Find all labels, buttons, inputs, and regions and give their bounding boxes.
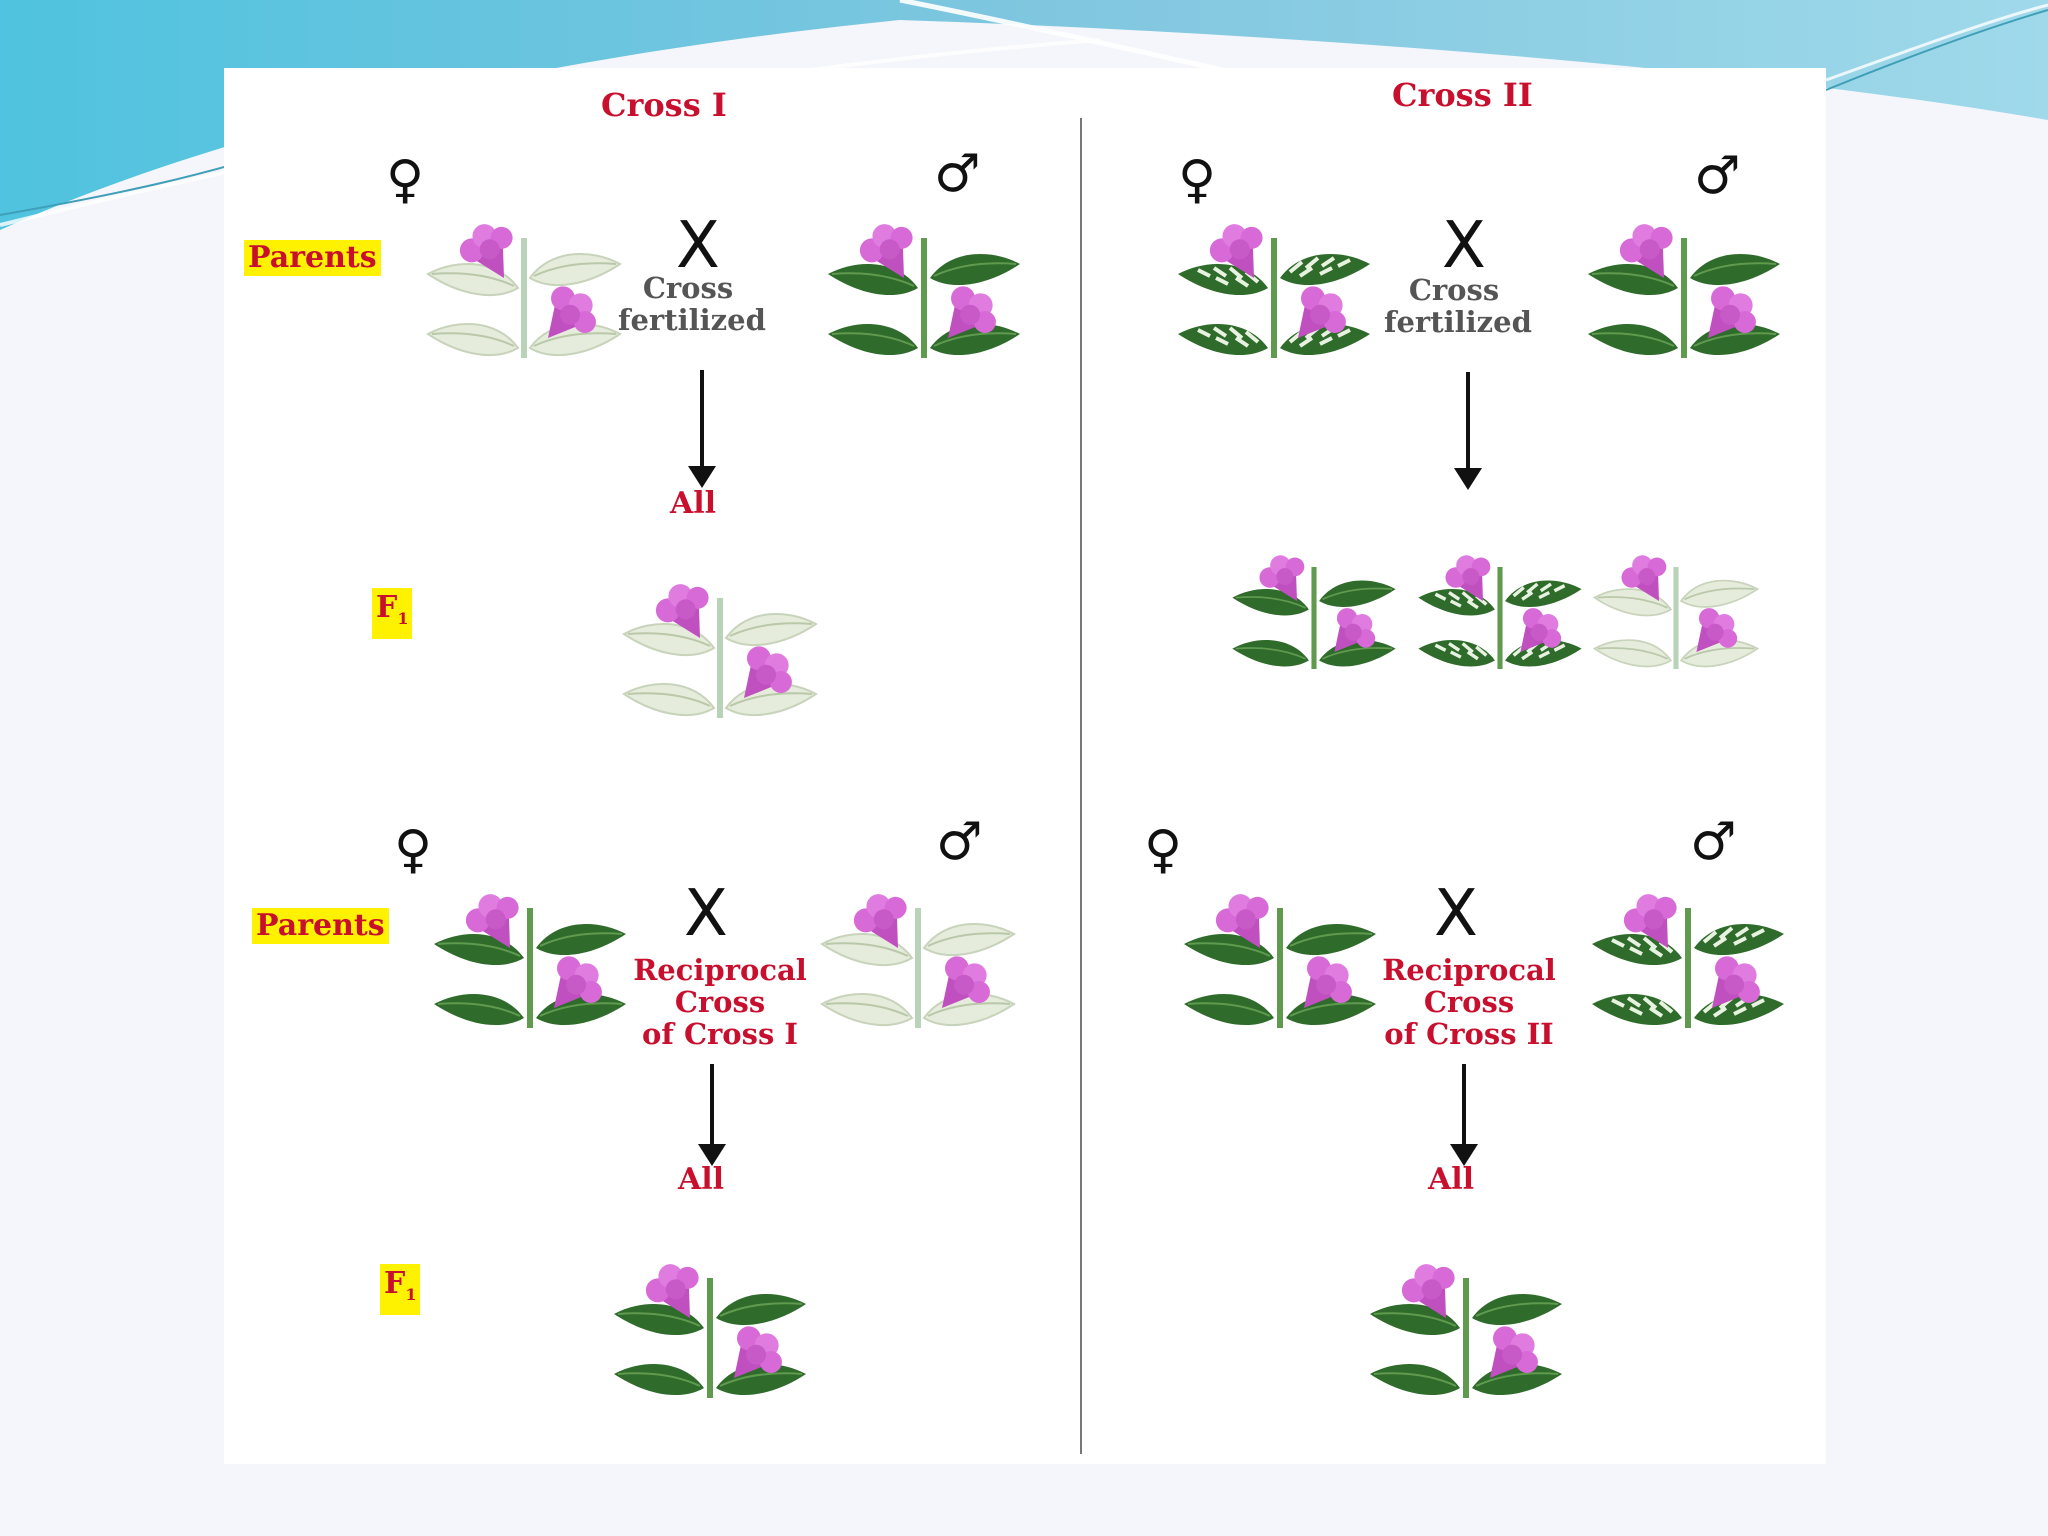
cross-x-symbol: X xyxy=(1442,209,1486,283)
plant-white-f1 xyxy=(1594,546,1757,669)
cross-text-line2: fertilized xyxy=(618,303,766,337)
plant-green-f1 xyxy=(1232,546,1395,669)
diagram-panel: Cross I ♀ ♂ Parents X Cross fertilized A… xyxy=(224,68,1826,1464)
plant-green-f1 xyxy=(614,1253,806,1398)
f1-text: F xyxy=(384,1266,406,1301)
cross-text: Cross fertilized xyxy=(618,271,766,337)
parents-label: Parents xyxy=(244,240,381,276)
cross-1-title: Cross I xyxy=(601,86,727,124)
plant-variegated-parent-male xyxy=(1592,883,1784,1028)
all-label: All xyxy=(678,1162,725,1197)
reciprocal-text-line1: Reciprocal xyxy=(633,953,807,987)
reciprocal-text-line2: Cross xyxy=(1423,985,1515,1019)
plant-variegated-f1 xyxy=(1418,546,1581,669)
plant-green-f1 xyxy=(1370,1253,1562,1398)
male-symbol: ♂ xyxy=(936,812,983,872)
reciprocal-text-line2: Cross xyxy=(674,985,766,1019)
f1-subscript: 1 xyxy=(405,1285,417,1304)
plant-green-parent-male xyxy=(1588,213,1780,358)
female-symbol: ♀ xyxy=(1178,150,1217,210)
male-symbol: ♂ xyxy=(1690,812,1737,872)
cross-text: Cross fertilized xyxy=(1384,273,1532,339)
reciprocal-text-line3: of Cross II xyxy=(1384,1017,1554,1051)
f1-text: F xyxy=(376,590,398,625)
plant-green-parent-female xyxy=(1184,883,1376,1028)
reciprocal-text-line3: of Cross I xyxy=(642,1017,798,1051)
plant-white-parent-male xyxy=(822,883,1014,1028)
all-label: All xyxy=(1428,1162,1475,1197)
plants-layer xyxy=(224,68,1826,1464)
cross-2-title: Cross II xyxy=(1392,76,1533,114)
f1-subscript: 1 xyxy=(397,609,409,628)
cross-x-symbol: X xyxy=(684,877,728,951)
cross-x-symbol: X xyxy=(1434,877,1478,951)
plant-white-f1 xyxy=(624,573,816,718)
cross-text-line1: Cross xyxy=(642,271,734,305)
reciprocal-text-line1: Reciprocal xyxy=(1382,953,1556,987)
f1-label: F1 xyxy=(372,588,413,639)
plant-white-parent-female xyxy=(428,213,620,358)
reciprocal-cross-text: Reciprocal Cross of Cross I xyxy=(620,954,820,1050)
female-symbol: ♀ xyxy=(394,820,433,880)
f1-label: F1 xyxy=(380,1264,421,1315)
cross-text-line1: Cross xyxy=(1408,273,1500,307)
center-divider xyxy=(1080,118,1082,1454)
cross-x-symbol: X xyxy=(676,209,720,283)
male-symbol: ♂ xyxy=(934,144,981,204)
arrow-down xyxy=(1450,1064,1478,1166)
arrow-down xyxy=(698,1064,726,1166)
all-label: All xyxy=(670,486,717,521)
plant-green-parent-female xyxy=(434,883,626,1028)
cross-text-line2: fertilized xyxy=(1384,305,1532,339)
reciprocal-cross-text: Reciprocal Cross of Cross II xyxy=(1364,954,1574,1050)
female-symbol: ♀ xyxy=(386,150,425,210)
parents-label: Parents xyxy=(252,908,389,944)
arrow-down xyxy=(688,370,716,488)
female-symbol: ♀ xyxy=(1144,820,1183,880)
male-symbol: ♂ xyxy=(1694,146,1741,206)
plant-variegated-parent-female xyxy=(1178,213,1370,358)
arrow-down xyxy=(1454,372,1482,490)
plant-green-parent-male xyxy=(828,213,1020,358)
